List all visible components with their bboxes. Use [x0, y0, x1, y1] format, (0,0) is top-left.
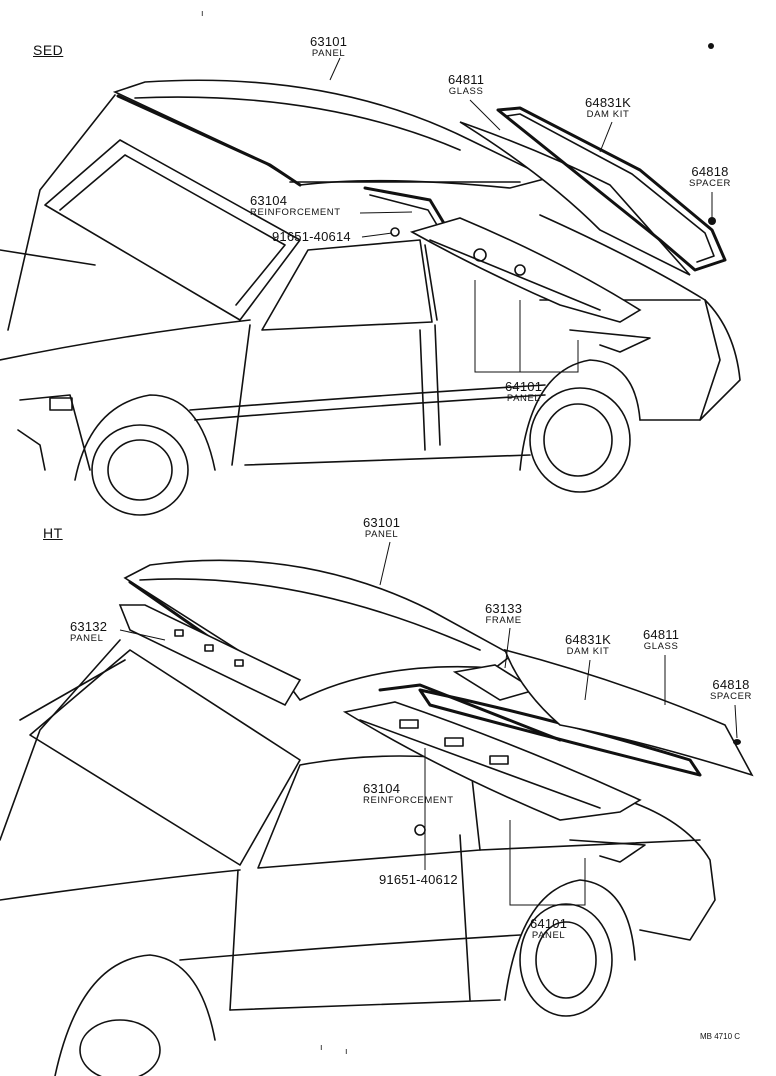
- label-sed-64101: 64101 PANEL: [505, 380, 542, 404]
- label-ht-63133: 63133 FRAME: [485, 602, 522, 626]
- sed-back-glass: [459, 121, 691, 276]
- part-desc: GLASS: [643, 641, 679, 652]
- label-sed-64811: 64811 GLASS: [448, 73, 484, 97]
- part-desc: PANEL: [311, 48, 346, 59]
- part-desc: GLASS: [448, 86, 484, 97]
- figure-code: MB 4710 C: [700, 1032, 741, 1041]
- part-number: 64101: [530, 916, 568, 931]
- part-number: 63101: [363, 515, 401, 530]
- ht-spacer: [733, 739, 741, 745]
- sed-dam-kit: [496, 106, 727, 272]
- sed-leader-lines: [329, 57, 713, 373]
- part-number: 91651-40612: [379, 872, 458, 887]
- hardtop-body-outline: [0, 639, 716, 1076]
- sed-package-tray-panel: [390, 217, 651, 353]
- part-number: 91651-40614: [272, 229, 351, 244]
- part-number: 63101: [310, 34, 348, 49]
- label-sed-63101: 63101 PANEL: [310, 35, 347, 59]
- label-sed-91651: 91651-40614: [272, 230, 351, 243]
- part-number: 63104: [250, 193, 288, 208]
- ht-dam-kit: [418, 688, 702, 777]
- part-number: 64831K: [585, 95, 632, 110]
- part-desc: PANEL: [531, 930, 566, 941]
- ht-front-panel: [118, 604, 302, 707]
- part-desc: REINFORCEMENT: [250, 207, 341, 218]
- part-desc: SPACER: [689, 178, 731, 189]
- label-ht-63104: 63104 REINFORCEMENT: [363, 782, 454, 806]
- part-number: 64101: [505, 379, 543, 394]
- part-desc: DAM KIT: [566, 646, 610, 657]
- label-ht-63132: 63132 PANEL: [70, 620, 107, 644]
- part-desc: FRAME: [485, 615, 522, 626]
- bottom-mark-1: ı: [320, 1042, 323, 1052]
- sed-roof-panel: [112, 79, 551, 189]
- part-desc: PANEL: [70, 633, 104, 644]
- section-title-sed: SED: [33, 42, 64, 58]
- part-desc: SPACER: [710, 691, 752, 702]
- part-number: 63104: [363, 781, 401, 796]
- ht-back-glass: [503, 648, 754, 777]
- part-desc: DAM KIT: [586, 109, 630, 120]
- sedan-body-outline: [0, 94, 741, 516]
- label-sed-63104: 63104 REINFORCEMENT: [250, 194, 341, 218]
- label-ht-64811: 64811 GLASS: [643, 628, 679, 652]
- section-title-ht: HT: [43, 525, 63, 541]
- part-number: 64818: [712, 677, 750, 692]
- ht-package-tray-panel: [342, 701, 646, 863]
- part-number: 64811: [643, 627, 680, 642]
- ht-leader-lines: [119, 541, 738, 906]
- part-desc: REINFORCEMENT: [363, 795, 454, 806]
- label-ht-63101: 63101 PANEL: [363, 516, 400, 540]
- part-number: 64831K: [565, 632, 612, 647]
- top-mark: ı: [201, 8, 204, 18]
- part-number: 64811: [448, 72, 485, 87]
- label-ht-91651: 91651-40612: [379, 873, 458, 886]
- label-ht-64831k: 64831K DAM KIT: [565, 633, 611, 657]
- sed-reinforcement: [363, 186, 450, 232]
- label-sed-64818: 64818 SPACER: [689, 165, 731, 189]
- part-desc: PANEL: [364, 529, 399, 540]
- part-number: 63133: [485, 601, 523, 616]
- sed-spacer: [708, 43, 716, 225]
- label-ht-64101: 64101 PANEL: [530, 917, 567, 941]
- bottom-mark-2: ı: [345, 1046, 348, 1056]
- part-number: 63132: [70, 619, 108, 634]
- label-ht-64818: 64818 SPACER: [710, 678, 752, 702]
- part-desc: PANEL: [506, 393, 541, 404]
- part-number: 64818: [691, 164, 729, 179]
- label-sed-64831k: 64831K DAM KIT: [585, 96, 631, 120]
